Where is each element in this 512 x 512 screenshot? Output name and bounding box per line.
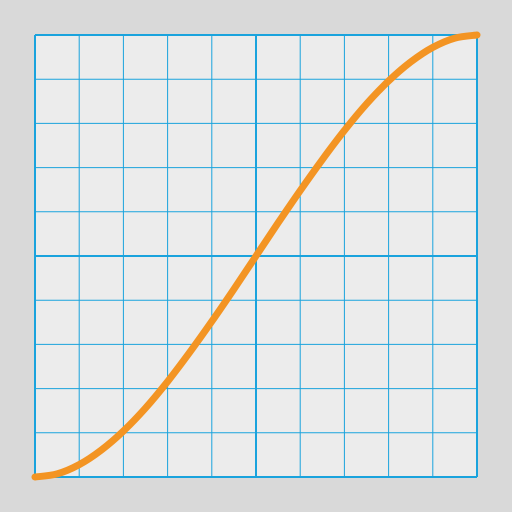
series-line-0: [31, 31, 481, 481]
series-layer: [31, 31, 481, 481]
